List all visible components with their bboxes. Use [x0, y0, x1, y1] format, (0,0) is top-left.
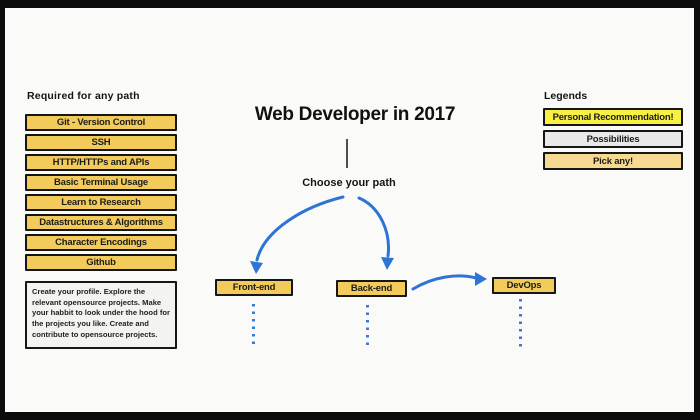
required-item-ssh: SSH: [25, 134, 177, 151]
arrow-backend-to-devops: [411, 274, 478, 291]
arrowhead-frontend: [250, 261, 263, 274]
arrowhead-devops: [475, 272, 487, 286]
required-item-encodings: Character Encodings: [25, 234, 177, 251]
legend-personal-recommendation: Personal Recommendation!: [543, 108, 683, 126]
required-item-github: Github: [25, 254, 177, 271]
frontend-dotted-connector: [252, 304, 255, 344]
required-item-terminal: Basic Terminal Usage: [25, 174, 177, 191]
required-items-list: Git - Version Control SSH HTTP/HTTPs and…: [25, 114, 177, 271]
required-item-datastructures: Datastructures & Algorithms: [25, 214, 177, 231]
path-node-frontend: Front-end: [215, 279, 293, 296]
required-item-git: Git - Version Control: [25, 114, 177, 131]
diagram-canvas: Required for any path Git - Version Cont…: [5, 8, 694, 412]
title-connector-line: [346, 139, 348, 168]
backend-dotted-connector: [366, 305, 369, 345]
path-node-backend: Back-end: [336, 280, 407, 297]
legends-heading: Legends: [544, 90, 588, 102]
required-section-heading: Required for any path: [27, 90, 140, 102]
required-item-http: HTTP/HTTPs and APIs: [25, 154, 177, 171]
arrow-to-frontend: [255, 195, 345, 262]
legend-pick-any: Pick any!: [543, 152, 683, 170]
github-note: Create your profile. Explore the relevan…: [25, 281, 177, 349]
devops-dotted-connector: [519, 299, 522, 347]
choose-path-label: Choose your path: [302, 177, 396, 189]
required-item-research: Learn to Research: [25, 194, 177, 211]
page-title: Web Developer in 2017: [254, 104, 456, 125]
legends-list: Personal Recommendation! Possibilities P…: [543, 108, 683, 170]
arrow-to-backend: [357, 196, 390, 258]
path-node-devops: DevOps: [492, 277, 556, 294]
legend-possibilities: Possibilities: [543, 130, 683, 148]
arrowhead-backend: [381, 257, 394, 270]
